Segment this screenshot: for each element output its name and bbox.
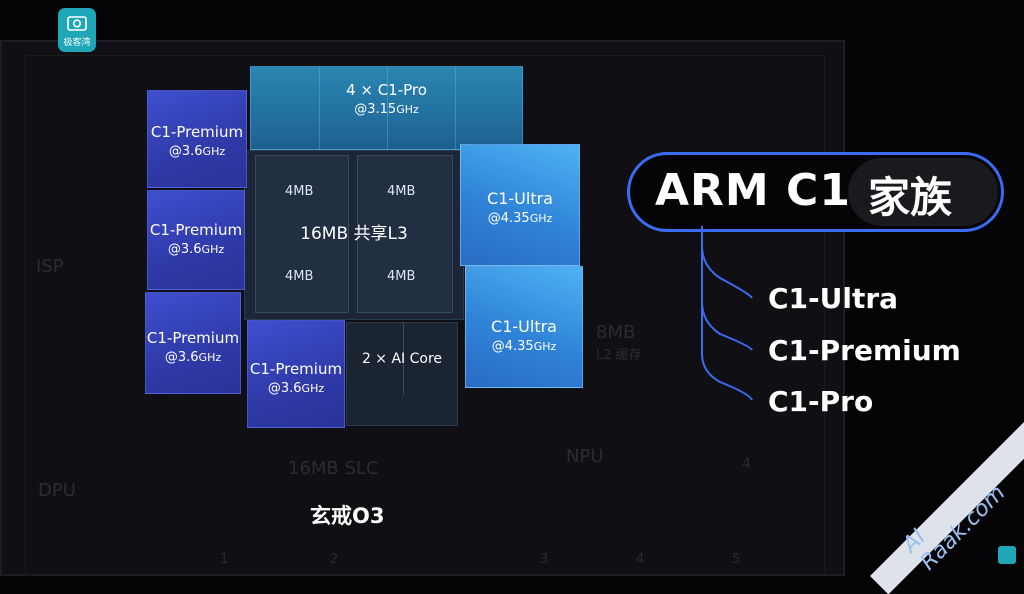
premium-core-frequency: @3.6GHz — [164, 350, 222, 365]
ai-core-label: 2 × AI Core — [361, 351, 443, 367]
ai-core-cluster: 2 × AI Core — [346, 322, 458, 426]
l3-slice — [255, 155, 349, 313]
corner-logo-icon — [998, 546, 1016, 564]
brand-logo-text: 极客湾 — [63, 38, 91, 48]
premium-core-name: C1-Premium — [149, 221, 243, 239]
premium-core-4: C1-Premium @3.6GHz — [247, 320, 345, 428]
premium-core-name: C1-Premium — [249, 360, 343, 378]
pro-cluster: 4 × C1-Pro @3.15GHz — [250, 66, 523, 151]
pro-divider — [319, 67, 320, 151]
die-slot-2: 2 — [330, 552, 339, 567]
brand-logo: 极客湾 — [58, 8, 96, 52]
family-tree-lines — [701, 226, 753, 401]
premium-core-frequency: @3.6GHz — [168, 144, 226, 159]
l3-cell-label: 4MB — [387, 269, 416, 284]
die-label-l2: 8MB — [596, 322, 636, 343]
premium-core-3: C1-Premium @3.6GHz — [145, 292, 241, 394]
die-slot-4: 4 — [636, 552, 645, 567]
ai-divider — [403, 323, 404, 395]
die-label-dpu: DPU — [38, 480, 76, 501]
l3-cell-label: 4MB — [387, 184, 416, 199]
premium-core-2: C1-Premium @3.6GHz — [147, 190, 245, 290]
premium-core-name: C1-Premium — [150, 123, 244, 141]
l3-cell-label: 4MB — [285, 184, 314, 199]
pro-divider — [455, 67, 456, 151]
ultra-core-frequency: @4.35GHz — [491, 339, 557, 354]
camera-icon — [67, 16, 87, 31]
l3-cell-label: 4MB — [285, 269, 314, 284]
die-slot-5: 5 — [732, 552, 741, 567]
family-badge: 家族 — [868, 173, 953, 222]
die-label-l2-sub: L2 缓存 — [596, 348, 642, 363]
die-label-npu: NPU — [566, 446, 604, 467]
pro-divider — [387, 67, 388, 151]
pro-count-label: 4 × C1-Pro — [346, 81, 427, 99]
die-slot-3: 3 — [540, 552, 549, 567]
pro-frequency: @3.15GHz — [354, 102, 419, 117]
premium-core-frequency: @3.6GHz — [167, 242, 225, 257]
ultra-core-frequency: @4.35GHz — [487, 211, 553, 226]
premium-core-1: C1-Premium @3.6GHz — [147, 90, 247, 188]
l3-slice — [357, 155, 453, 313]
l3-cache: 4MB 4MB 4MB 4MB 16MB 共享L3 — [244, 150, 464, 320]
die-label-num4: 4 — [742, 456, 751, 472]
family-title: ARM C1 — [655, 165, 851, 216]
die-slot-1: 1 — [220, 552, 229, 567]
ultra-core-2: C1-Ultra @4.35GHz — [465, 266, 583, 388]
family-item-premium: C1-Premium — [768, 334, 961, 367]
die-label-isp: ISP — [36, 256, 64, 277]
ultra-core-name: C1-Ultra — [487, 189, 553, 208]
family-item-ultra: C1-Ultra — [768, 282, 899, 315]
premium-core-frequency: @3.6GHz — [267, 381, 325, 396]
family-badge-bg — [848, 158, 998, 226]
die-label-slc: 16MB SLC — [288, 458, 379, 479]
l3-label: 16MB 共享L3 — [300, 224, 408, 244]
family-item-pro: C1-Pro — [768, 385, 874, 418]
premium-core-name: C1-Premium — [146, 329, 240, 347]
ultra-core-1: C1-Ultra @4.35GHz — [460, 144, 580, 266]
ultra-core-name: C1-Ultra — [491, 317, 557, 336]
chip-name: 玄戒O3 — [310, 504, 385, 528]
